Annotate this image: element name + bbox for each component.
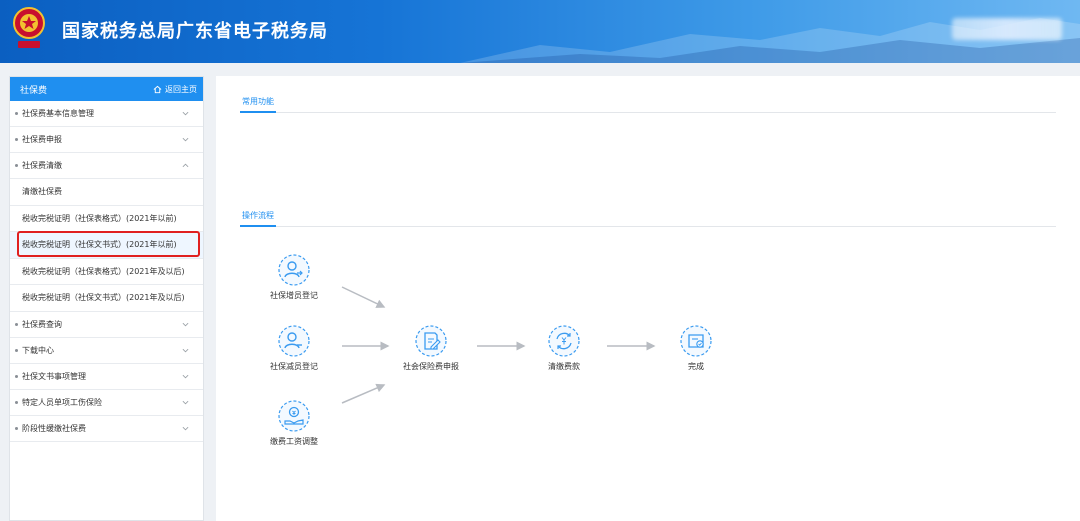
menu-item-label: 社保费清缴 xyxy=(22,161,62,170)
mountain-backdrop xyxy=(460,18,1080,63)
menu-item-label: 社保费查询 xyxy=(22,319,62,329)
bullet-icon xyxy=(15,112,18,115)
sub-item-label: 税收完税证明（社保文书式）(2021年及以后) xyxy=(22,293,185,303)
flow-node-label: 社保减员登记 xyxy=(270,362,318,371)
edit-document-icon xyxy=(415,325,447,357)
flow-node-wage-adjust[interactable]: 缴费工资调整 xyxy=(254,399,334,447)
menu-item-label: 社保费申报 xyxy=(22,135,62,144)
flow-node-done[interactable]: 完成 xyxy=(656,324,736,372)
sub-item-label: 税收完税证明（社保文书式）(2021年以前) xyxy=(22,240,177,250)
menu-item-injury-insurance[interactable]: 特定人员单项工伤保险 xyxy=(10,390,203,416)
main-content: 常用功能 操作流程 社保增员登记 社保 xyxy=(216,76,1080,521)
bullet-icon xyxy=(15,164,18,167)
sub-item-clear-fee[interactable]: 清缴社保费 xyxy=(10,179,203,206)
app-header: 国家税务总局广东省电子税务局 xyxy=(0,0,1080,63)
flow-node-clear-pay[interactable]: 清缴费款 xyxy=(524,324,604,372)
home-icon xyxy=(153,85,162,93)
menu-item-declare[interactable]: 社保费申报 xyxy=(10,127,203,153)
payment-refresh-icon xyxy=(548,325,580,357)
return-home-link[interactable]: 返回主页 xyxy=(153,84,197,95)
sub-item-label: 清缴社保费 xyxy=(22,187,62,197)
operation-flow-title: 操作流程 xyxy=(242,211,274,220)
return-home-label: 返回主页 xyxy=(165,84,197,94)
chevron-down-icon xyxy=(182,374,189,378)
chevron-down-icon xyxy=(182,426,189,430)
sub-item-cert-table-before-2021[interactable]: 税收完税证明（社保表格式）(2021年以前) xyxy=(10,206,203,232)
sidebar-header: 社保费 返回主页 xyxy=(10,77,203,101)
common-functions-title: 常用功能 xyxy=(242,97,274,106)
user-add-icon xyxy=(278,254,310,286)
menu-item-label: 下载中心 xyxy=(22,345,54,355)
menu-item-label: 阶段性缓缴社保费 xyxy=(22,423,86,433)
bullet-icon xyxy=(15,374,18,378)
wage-hand-icon xyxy=(278,400,310,432)
menu-item-documents[interactable]: 社保文书事项管理 xyxy=(10,364,203,390)
divider xyxy=(240,226,1056,227)
page-title: 国家税务总局广东省电子税务局 xyxy=(62,21,328,42)
chevron-down-icon xyxy=(182,348,189,352)
chevron-down-icon xyxy=(182,400,189,404)
tax-emblem-icon xyxy=(13,7,45,48)
user-remove-icon xyxy=(278,325,310,357)
menu-item-download[interactable]: 下载中心 xyxy=(10,338,203,364)
sidebar-title: 社保费 xyxy=(20,85,48,96)
flow-node-add-member[interactable]: 社保增员登记 xyxy=(254,253,334,301)
sub-item-cert-doc-after-2021[interactable]: 税收完税证明（社保文书式）(2021年及以后) xyxy=(10,285,203,312)
chevron-up-icon xyxy=(182,163,189,168)
chevron-down-icon xyxy=(182,137,189,142)
tab-underline xyxy=(240,111,276,113)
menu-item-label: 社保文书事项管理 xyxy=(22,371,86,381)
flow-node-remove-member[interactable]: 社保减员登记 xyxy=(254,324,334,372)
flow-node-declare[interactable]: 社会保险费申报 xyxy=(391,324,471,372)
menu-item-basic-info[interactable]: 社保费基本信息管理 xyxy=(10,101,203,127)
user-info-blurred[interactable] xyxy=(952,18,1062,40)
menu-item-clearance[interactable]: 社保费清缴 xyxy=(10,153,203,179)
flow-node-label: 社保增员登记 xyxy=(270,291,318,300)
menu-item-deferred-payment[interactable]: 阶段性缓缴社保费 xyxy=(10,416,203,442)
sub-item-label: 税收完税证明（社保表格式）(2021年以前) xyxy=(22,213,177,223)
bullet-icon xyxy=(15,400,18,404)
sub-item-label: 税收完税证明（社保表格式）(2021年及以后) xyxy=(22,266,185,276)
flow-node-label: 清缴费款 xyxy=(548,362,580,371)
certificate-check-icon xyxy=(680,325,712,357)
flow-node-label: 社会保险费申报 xyxy=(403,362,459,371)
chevron-down-icon xyxy=(182,111,189,116)
bullet-icon xyxy=(15,348,18,352)
divider xyxy=(240,112,1056,113)
sub-item-cert-table-after-2021[interactable]: 税收完税证明（社保表格式）(2021年及以后) xyxy=(10,259,203,285)
menu-item-query[interactable]: 社保费查询 xyxy=(10,312,203,338)
flow-arrows xyxy=(341,286,656,404)
menu-item-label: 社保费基本信息管理 xyxy=(22,109,94,118)
flow-node-label: 缴费工资调整 xyxy=(270,437,318,446)
sidebar: 社保费 返回主页 社保费基本信息管理 社保费申报 社保费清缴 清缴社保费 税收完… xyxy=(9,76,204,521)
tab-underline xyxy=(240,225,276,227)
bullet-icon xyxy=(15,322,18,326)
bullet-icon xyxy=(15,138,18,141)
bullet-icon xyxy=(15,426,18,430)
menu-item-label: 特定人员单项工伤保险 xyxy=(22,397,102,407)
chevron-down-icon xyxy=(182,322,189,326)
sub-item-cert-doc-before-2021[interactable]: 税收完税证明（社保文书式）(2021年以前) xyxy=(10,232,203,259)
flow-node-label: 完成 xyxy=(688,362,704,371)
